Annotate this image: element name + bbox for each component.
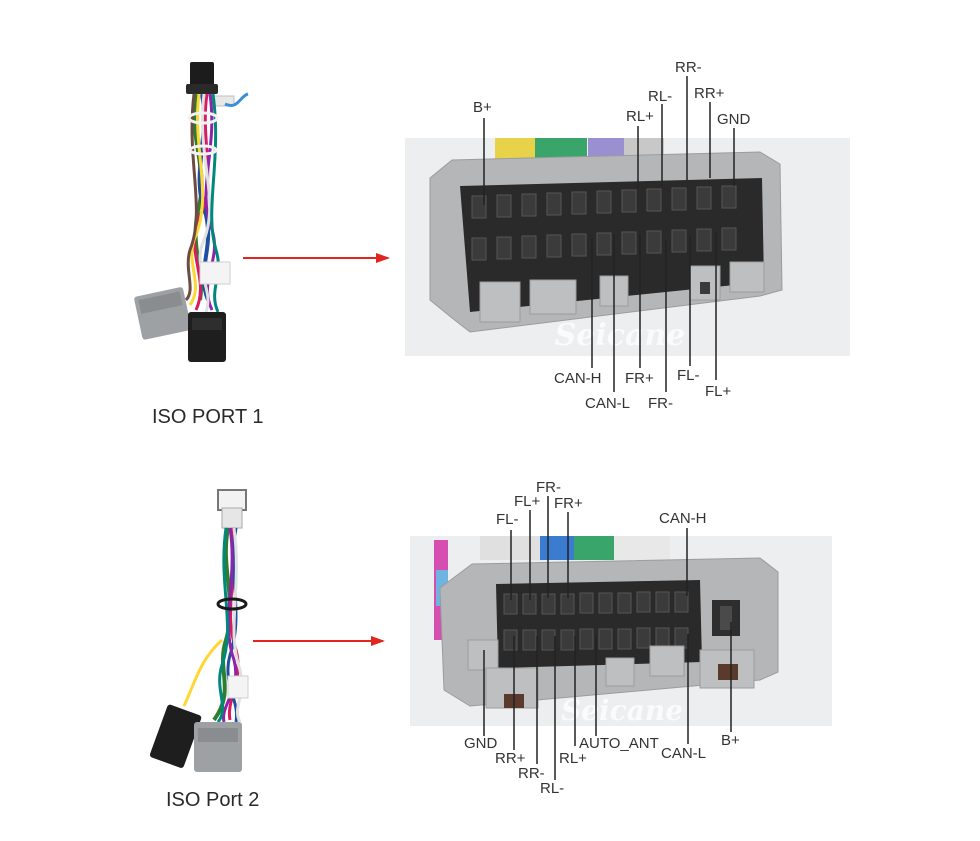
port2-label-fl-minus: FL-: [496, 511, 519, 528]
harness-1-photo: [134, 62, 249, 362]
port2-label-rr-plus: RR+: [495, 750, 526, 767]
port1-label-rr-plus: RR+: [694, 85, 725, 102]
connector-1-photo: [405, 138, 850, 356]
port1-label-b-plus: B+: [473, 99, 492, 116]
harness-2-photo: [149, 489, 249, 772]
port2-label-can-l: CAN-L: [661, 745, 707, 762]
port1-label-can-h: CAN-H: [554, 370, 602, 387]
port2-label-fr-minus: FR-: [536, 479, 561, 496]
port2-label-auto-ant: AUTO_ANT: [579, 735, 659, 752]
port2-label-gnd: GND: [464, 735, 498, 752]
port1-label-rl-minus: RL-: [648, 88, 673, 105]
port2-label-b-plus: B+: [721, 732, 740, 749]
port1-label-fl-plus: FL+: [705, 383, 732, 400]
port1-label-fl-minus: FL-: [677, 367, 700, 384]
leader-lines-1: [483, 76, 735, 392]
port2-label-fl-plus: FL+: [514, 493, 541, 510]
port1-label-fr-minus: FR-: [648, 395, 673, 412]
port1-label-fr-plus: FR+: [625, 370, 654, 387]
watermark-2: Seicane: [561, 694, 683, 727]
port2-caption: ISO Port 2: [166, 789, 260, 811]
port1-label-rl-plus: RL+: [626, 108, 654, 125]
leader-lines-2: [483, 496, 732, 780]
port1-label-can-l: CAN-L: [585, 395, 631, 412]
port2-label-fr-plus: FR+: [554, 495, 583, 512]
connector-2-photo: [410, 536, 832, 726]
port2-label-rl-minus: RL-: [540, 780, 565, 797]
port1-label-rr-minus: RR-: [675, 59, 702, 76]
port2-label-can-h: CAN-H: [659, 510, 707, 527]
watermark-1: Seicane: [555, 318, 686, 353]
port2-label-rl-plus: RL+: [559, 750, 587, 767]
port1-label-gnd: GND: [717, 111, 751, 128]
port1-caption: ISO PORT 1: [152, 406, 264, 428]
port2-label-rr-minus: RR-: [518, 765, 545, 782]
